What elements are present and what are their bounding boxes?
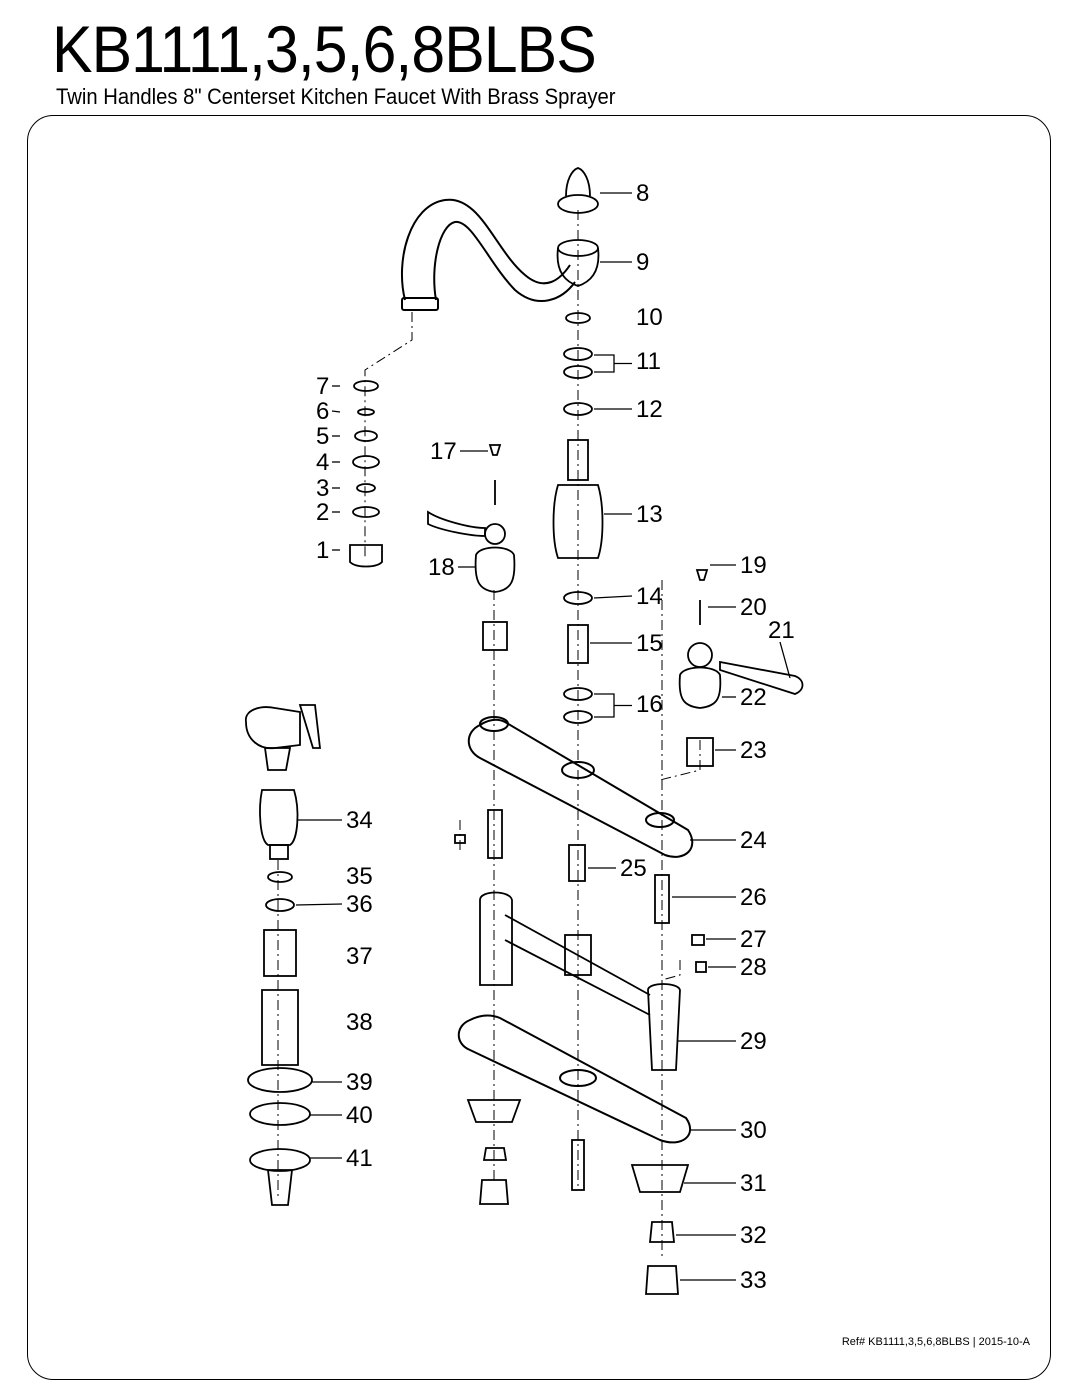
part-8-cap — [557, 167, 599, 214]
center-stack-rings — [563, 312, 593, 724]
page-title: KB1111,3,5,6,8BLBS — [52, 12, 597, 86]
leader-part-21 — [779, 641, 791, 679]
callout-part-35: 35 — [346, 863, 373, 890]
callout-part-18: 18 — [428, 554, 455, 581]
page-subtitle: Twin Handles 8" Centerset Kitchen Faucet… — [56, 84, 616, 109]
callout-leaders — [295, 192, 791, 1281]
part-9-spout-body — [556, 239, 600, 287]
right-handle — [678, 569, 804, 767]
callout-part-16: 16 — [636, 691, 663, 718]
callout-part-27: 27 — [740, 926, 767, 953]
callout-part-7: 7 — [316, 373, 329, 400]
part-30-gasket — [457, 1014, 692, 1144]
callout-part-37: 37 — [346, 943, 373, 970]
callout-part-24: 24 — [740, 827, 767, 854]
callout-part-26: 26 — [740, 884, 767, 911]
callout-part-4: 4 — [316, 449, 329, 476]
callout-part-39: 39 — [346, 1069, 373, 1096]
callout-part-14: 14 — [636, 583, 663, 610]
callout-part-17: 17 — [430, 438, 457, 465]
callout-part-8: 8 — [636, 180, 649, 207]
callout-part-12: 12 — [636, 396, 663, 423]
aerator-stack — [349, 380, 383, 568]
callout-part-33: 33 — [740, 1267, 767, 1294]
callout-part-31: 31 — [740, 1170, 767, 1197]
reference-footer: Ref# KB1111,3,5,6,8BLBS | 2015-10-A — [841, 1336, 1030, 1348]
part-24-deck-plate — [467, 716, 694, 858]
callout-part-21: 21 — [768, 617, 795, 644]
callout-part-28: 28 — [740, 954, 767, 981]
sprayer-assembly — [245, 704, 322, 1206]
callout-part-41: 41 — [346, 1145, 373, 1172]
callout-part-25: 25 — [620, 855, 647, 882]
leader-part-6 — [331, 410, 341, 413]
leader-part-14 — [593, 595, 633, 599]
callout-part-1: 1 — [316, 537, 329, 564]
callout-part-38: 38 — [346, 1009, 373, 1036]
faucet-spout — [401, 198, 576, 311]
callout-part-40: 40 — [346, 1102, 373, 1129]
callout-part-5: 5 — [316, 423, 329, 450]
left-handle — [427, 444, 516, 651]
diagram-frame — [27, 115, 1051, 1380]
callout-part-3: 3 — [316, 475, 329, 502]
callout-part-15: 15 — [636, 630, 663, 657]
callout-part-6: 6 — [316, 398, 329, 425]
callout-part-10: 10 — [636, 304, 663, 331]
bracket-part-16 — [594, 693, 615, 718]
bracket-part-11 — [594, 354, 615, 373]
callout-part-2: 2 — [316, 499, 329, 526]
callout-part-22: 22 — [740, 684, 767, 711]
callout-part-30: 30 — [740, 1117, 767, 1144]
callout-part-32: 32 — [740, 1222, 767, 1249]
part-13-sleeve — [552, 439, 604, 559]
part-15-cartridge — [567, 624, 589, 664]
callout-part-36: 36 — [346, 891, 373, 918]
mounting-hardware — [466, 1099, 690, 1295]
valve-body — [454, 809, 707, 1071]
callout-part-19: 19 — [740, 552, 767, 579]
callout-part-20: 20 — [740, 594, 767, 621]
callout-part-23: 23 — [740, 737, 767, 764]
callout-part-34: 34 — [346, 807, 373, 834]
callout-part-13: 13 — [636, 501, 663, 528]
callout-part-9: 9 — [636, 249, 649, 276]
leader-part-36 — [295, 903, 343, 906]
callout-part-29: 29 — [740, 1028, 767, 1055]
callout-part-11: 11 — [636, 348, 661, 375]
